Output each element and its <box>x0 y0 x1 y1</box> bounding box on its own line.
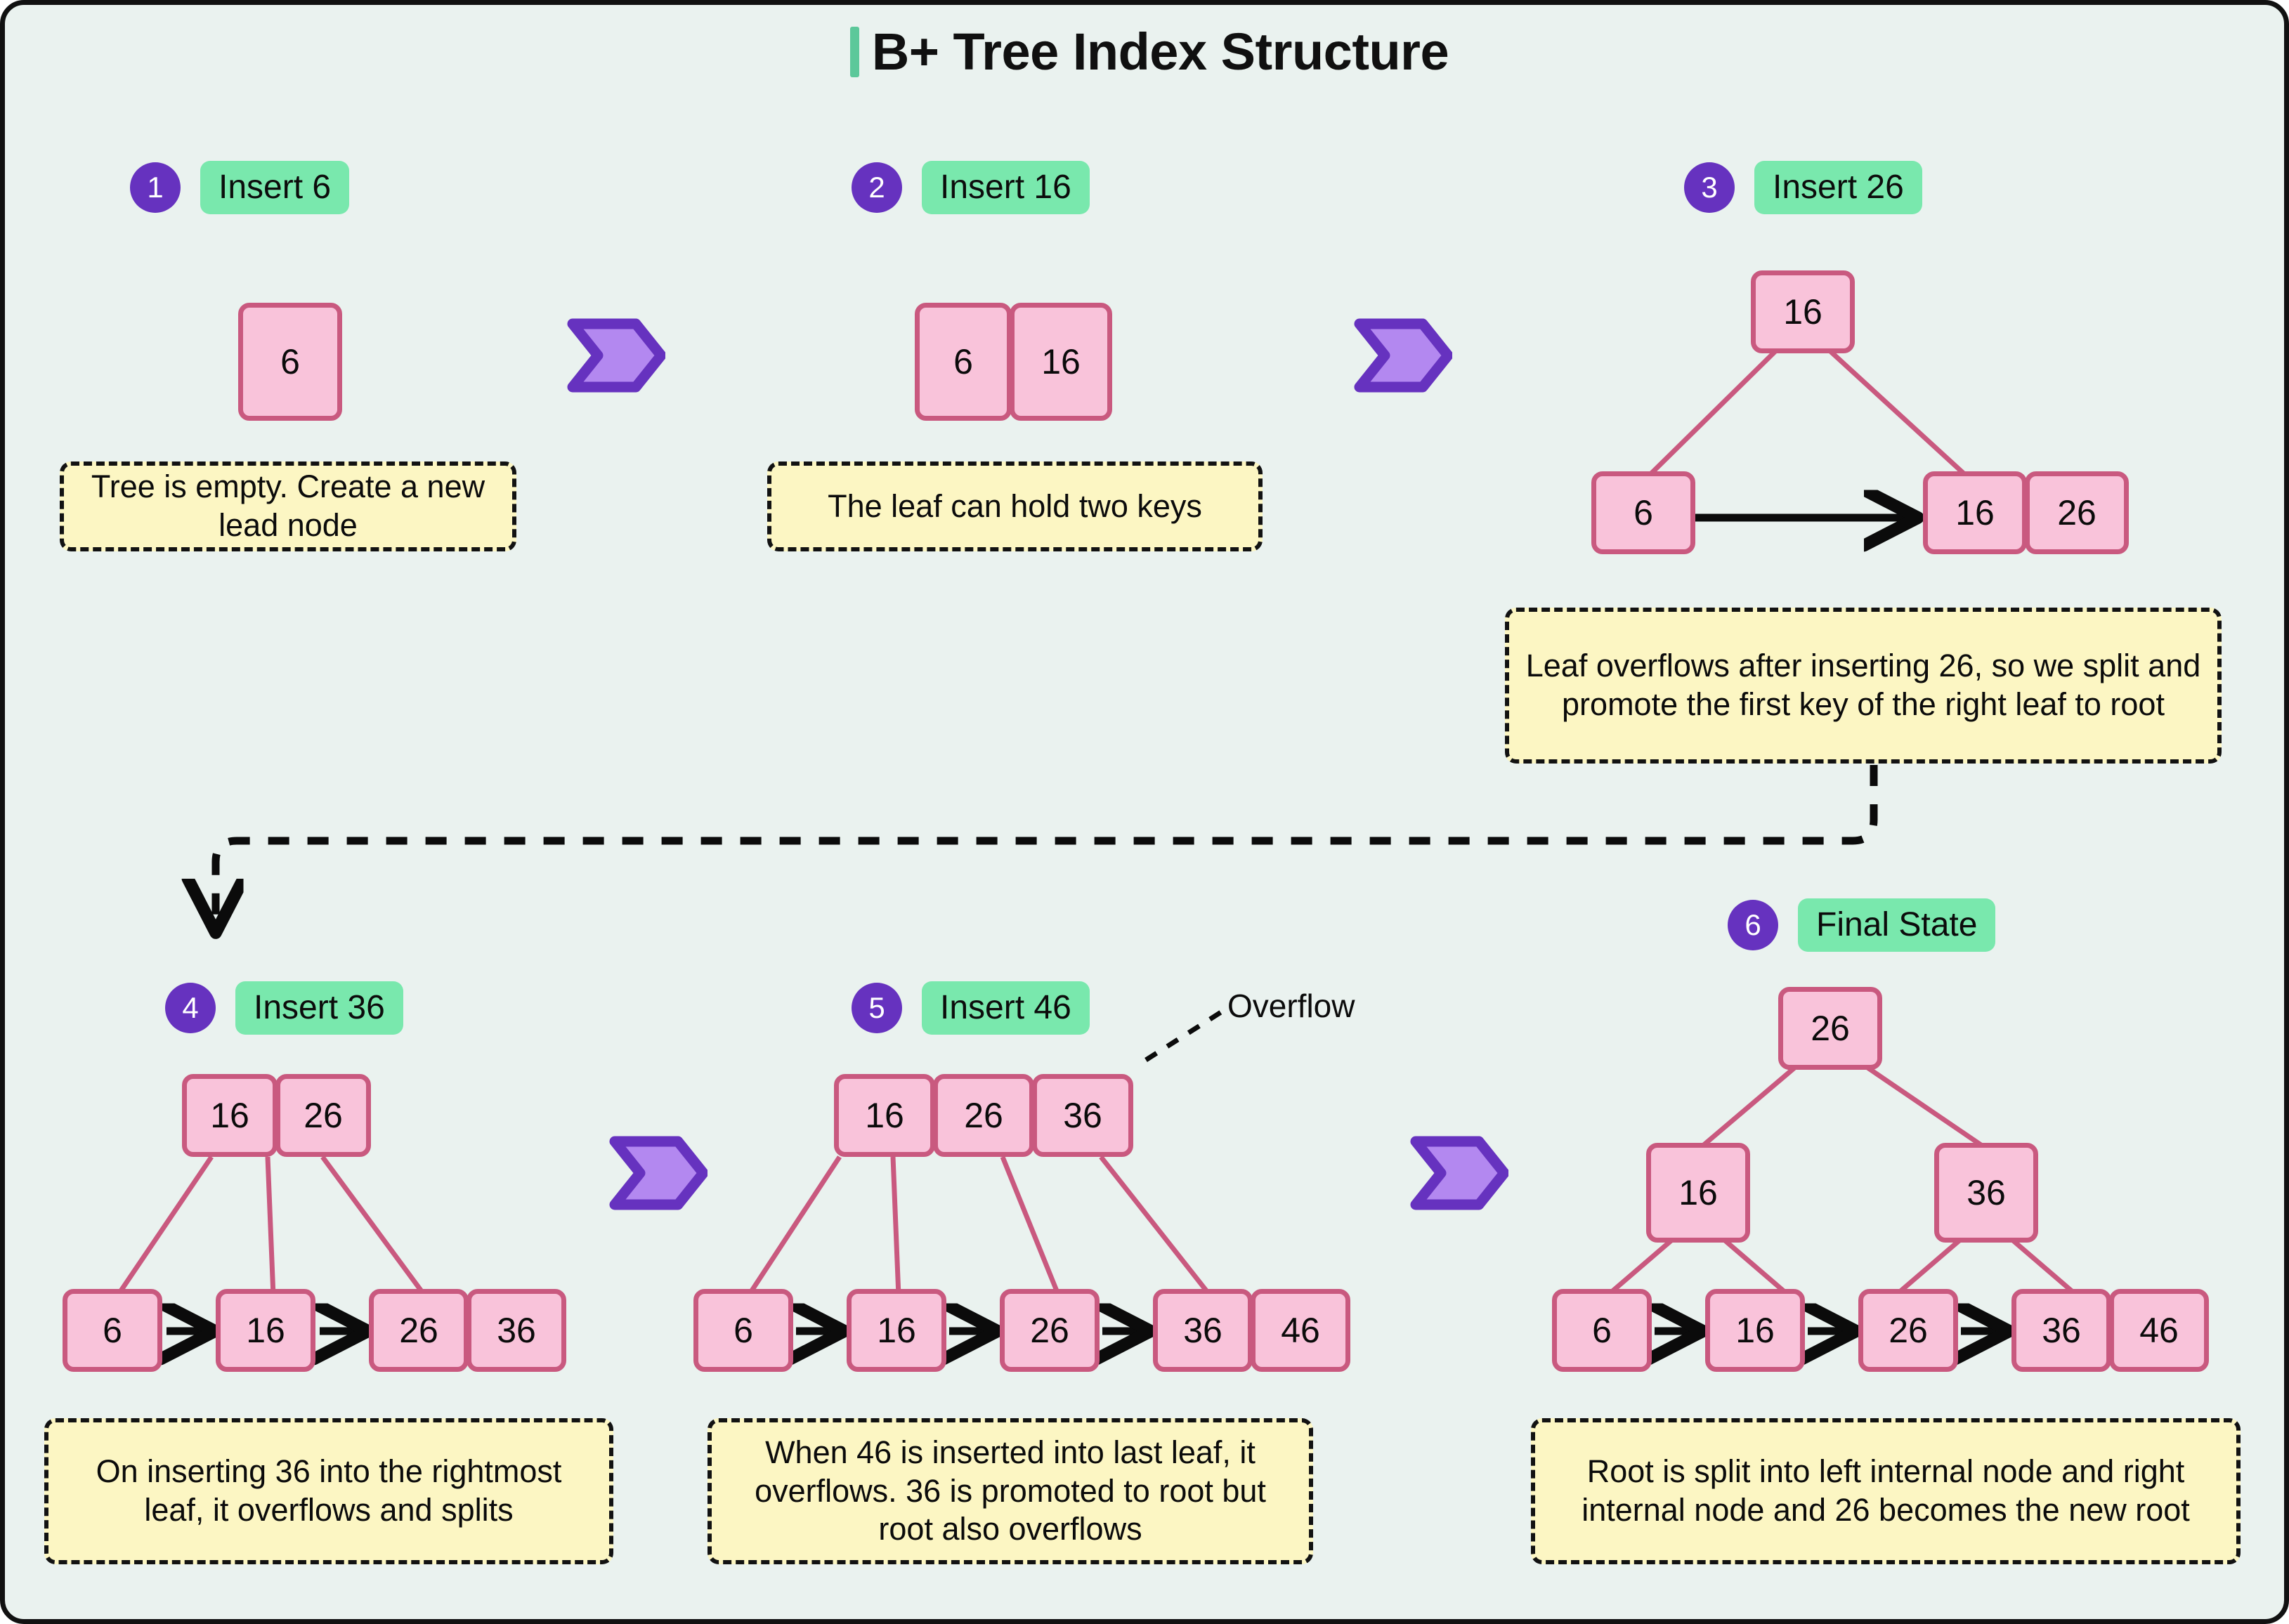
key-cell: 36 <box>2011 1289 2111 1372</box>
step2-note: The leaf can hold two keys <box>767 461 1263 551</box>
step6-leaf-2: 16 <box>1705 1289 1805 1372</box>
step5-note: When 46 is inserted into last leaf, it o… <box>707 1418 1313 1564</box>
step5-edges <box>746 1155 1213 1298</box>
overflow-callout-label: Overflow <box>1227 988 1355 1024</box>
step3-leaf-2: 16 26 <box>1923 471 2129 554</box>
step4-root-node: 16 26 <box>182 1074 371 1157</box>
tree-edges-layer <box>115 348 2080 1624</box>
key-cell: 26 <box>369 1289 469 1372</box>
step-badge-1[interactable]: Insert 6 <box>200 161 350 214</box>
key-cell: 6 <box>1552 1289 1652 1372</box>
key-cell: 16 <box>1923 471 2027 554</box>
key-cell: 26 <box>275 1074 371 1157</box>
step5-leaf-2: 16 <box>847 1289 946 1372</box>
step4-leaf-3: 26 36 <box>369 1289 566 1372</box>
step-badge-2[interactable]: Insert 16 <box>922 161 1090 214</box>
key-cell: 26 <box>1000 1289 1100 1372</box>
key-cell: 6 <box>915 303 1012 421</box>
step6-leaf-1: 6 <box>1552 1289 1652 1372</box>
page-title: B+ Tree Index Structure <box>5 22 2284 81</box>
step-header-1: 1 Insert 6 <box>130 161 350 214</box>
step-header-5: 5 Insert 46 <box>852 981 1090 1035</box>
title-accent-bar <box>849 27 859 77</box>
key-cell: 16 <box>1705 1289 1805 1372</box>
key-cell: 6 <box>238 303 342 421</box>
step-header-6: 6 Final State <box>1728 898 1996 952</box>
step-number-3: 3 <box>1684 162 1735 213</box>
key-cell: 16 <box>216 1289 315 1372</box>
key-cell: 36 <box>1032 1074 1133 1157</box>
step-header-4: 4 Insert 36 <box>165 981 403 1035</box>
step-number-5: 5 <box>852 983 902 1033</box>
key-cell: 16 <box>1010 303 1112 421</box>
step-number-4: 4 <box>165 983 216 1033</box>
step6-internal-left: 16 <box>1646 1143 1750 1243</box>
key-cell: 26 <box>933 1074 1034 1157</box>
title-text: B+ Tree Index Structure <box>871 22 1449 81</box>
step3-root-node: 16 <box>1751 270 1855 353</box>
key-cell: 26 <box>1858 1289 1958 1372</box>
step-badge-5[interactable]: Insert 46 <box>922 981 1090 1035</box>
key-cell: 26 <box>2025 471 2129 554</box>
step1-note: Tree is empty. Create a new lead node <box>60 461 516 551</box>
step6-root-node: 26 <box>1778 987 1882 1070</box>
step3-leaf-1: 6 <box>1591 471 1695 554</box>
key-cell: 36 <box>1153 1289 1253 1372</box>
flow-chevron-5 <box>1410 1136 1510 1214</box>
step6-internal-right: 36 <box>1934 1143 2038 1243</box>
step6-note: Root is split into left internal node an… <box>1531 1418 2241 1564</box>
step-number-6: 6 <box>1728 900 1778 950</box>
step1-leaf-node: 6 <box>238 303 342 421</box>
step4-leaf-1: 6 <box>63 1289 162 1372</box>
step-badge-4[interactable]: Insert 36 <box>235 981 403 1035</box>
step-header-3: 3 Insert 26 <box>1684 161 1922 214</box>
overflow-leader-line <box>1144 1009 1225 1062</box>
key-cell: 6 <box>63 1289 162 1372</box>
flow-chevron-1 <box>567 318 667 396</box>
key-cell: 16 <box>1751 270 1855 353</box>
flow-chevron-2 <box>1354 318 1454 396</box>
step4-edges <box>115 1155 427 1298</box>
step4-leaf-2: 16 <box>216 1289 315 1372</box>
step5-leaf-1: 6 <box>693 1289 793 1372</box>
key-cell: 46 <box>2109 1289 2209 1372</box>
step3-edges <box>1641 348 1974 483</box>
key-cell: 16 <box>1646 1143 1750 1243</box>
step5-leaf-3: 26 <box>1000 1289 1100 1372</box>
key-cell: 16 <box>182 1074 278 1157</box>
step-header-2: 2 Insert 16 <box>852 161 1090 214</box>
step2-leaf-node: 6 16 <box>915 303 1112 421</box>
key-cell: 46 <box>1251 1289 1350 1372</box>
key-cell: 16 <box>834 1074 935 1157</box>
flow-connector-arrow <box>216 765 1878 925</box>
key-cell: 6 <box>693 1289 793 1372</box>
key-cell: 6 <box>1591 471 1695 554</box>
step-number-2: 2 <box>852 162 902 213</box>
key-cell: 26 <box>1778 987 1882 1070</box>
key-cell: 16 <box>847 1289 946 1372</box>
step-number-1: 1 <box>130 162 181 213</box>
step6-leaf-4: 36 46 <box>2011 1289 2209 1372</box>
key-cell: 36 <box>467 1289 566 1372</box>
step-badge-3[interactable]: Insert 26 <box>1754 161 1922 214</box>
step-badge-6[interactable]: Final State <box>1798 898 1996 952</box>
step4-note: On inserting 36 into the rightmost leaf,… <box>44 1418 613 1564</box>
flow-chevron-4 <box>609 1136 709 1214</box>
step6-leaf-3: 26 <box>1858 1289 1958 1372</box>
step3-note: Leaf overflows after inserting 26, so we… <box>1505 608 2222 764</box>
step5-leaf-4: 36 46 <box>1153 1289 1350 1372</box>
step5-root-node: 16 26 36 <box>834 1074 1133 1157</box>
key-cell: 36 <box>1934 1143 2038 1243</box>
